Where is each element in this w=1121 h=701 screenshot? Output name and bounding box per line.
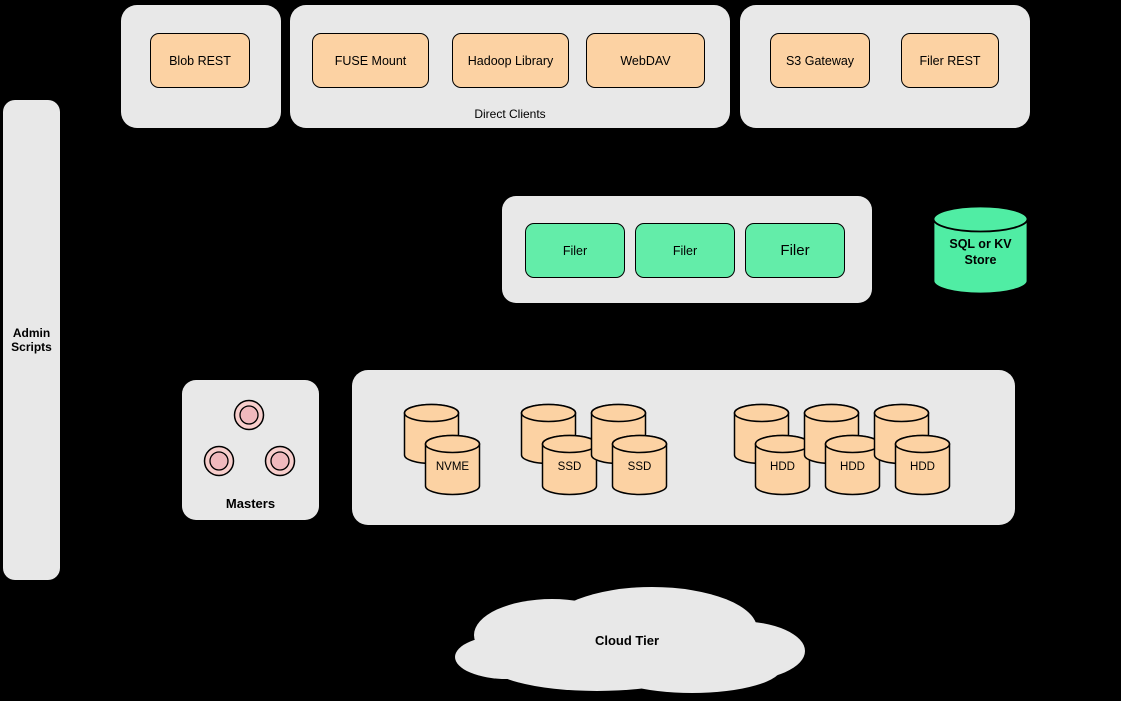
masters-group: Masters — [182, 380, 319, 520]
disk-cylinder-hdd: HDD — [894, 434, 951, 501]
volume-servers-group: NVME SSD — [352, 370, 1015, 525]
drive-label: NVME — [435, 461, 470, 473]
node-filer-rest: Filer REST — [901, 33, 999, 88]
drive-label: HDD — [910, 461, 935, 473]
admin-scripts-bar: Admin Scripts — [3, 100, 60, 580]
drive-label: SSD — [557, 461, 582, 473]
gateway-group: S3 Gateway Filer REST — [740, 5, 1030, 128]
disk-cylinder-icon — [824, 434, 881, 496]
disk-cylinder-ssd: SSD — [541, 434, 598, 501]
node-filer-1: Filer — [525, 223, 625, 278]
disk-cylinder-hdd: HDD — [754, 434, 811, 501]
disk-cylinder-icon — [894, 434, 951, 496]
direct-clients-label: Direct Clients — [474, 107, 546, 121]
node-filer-2: Filer — [635, 223, 735, 278]
disk-cylinder-ssd: SSD — [611, 434, 668, 501]
cloud-icon — [455, 587, 805, 693]
drive-label: HDD — [840, 461, 865, 473]
metadata-store-cylinder: SQL or KV Store — [932, 205, 1029, 295]
master-node-icon — [233, 399, 265, 431]
node-hadoop-library: Hadoop Library — [452, 33, 569, 88]
metadata-store-label: SQL or KV Store — [949, 237, 1012, 267]
cloud-tier-label: Cloud Tier — [594, 633, 660, 648]
node-filer-3: Filer — [745, 223, 845, 278]
disk-cylinder-icon — [424, 434, 481, 496]
disk-cylinder-icon — [754, 434, 811, 496]
node-s3-gateway: S3 Gateway — [770, 33, 870, 88]
disk-cylinder-hdd: HDD — [824, 434, 881, 501]
masters-label: Masters — [225, 496, 276, 511]
master-node-icon — [264, 445, 296, 477]
disk-cylinder-nvme: NVME — [424, 434, 481, 501]
blob-client-group: Blob REST — [121, 5, 281, 128]
admin-scripts-label: Admin Scripts — [11, 325, 52, 354]
master-node-icon — [203, 445, 235, 477]
drive-label: HDD — [770, 461, 795, 473]
drive-label: SSD — [627, 461, 652, 473]
node-blob-rest: Blob REST — [150, 33, 250, 88]
cloud-tier-shape: Cloud Tier — [437, 585, 817, 699]
direct-clients-group: FUSE Mount Hadoop Library WebDAV Direct … — [290, 5, 730, 128]
node-fuse-mount: FUSE Mount — [312, 33, 429, 88]
database-cylinder-icon — [932, 205, 1029, 295]
filer-cluster-group: Filer Filer Filer — [502, 196, 872, 303]
node-webdav: WebDAV — [586, 33, 705, 88]
disk-cylinder-icon — [541, 434, 598, 496]
disk-cylinder-icon — [611, 434, 668, 496]
